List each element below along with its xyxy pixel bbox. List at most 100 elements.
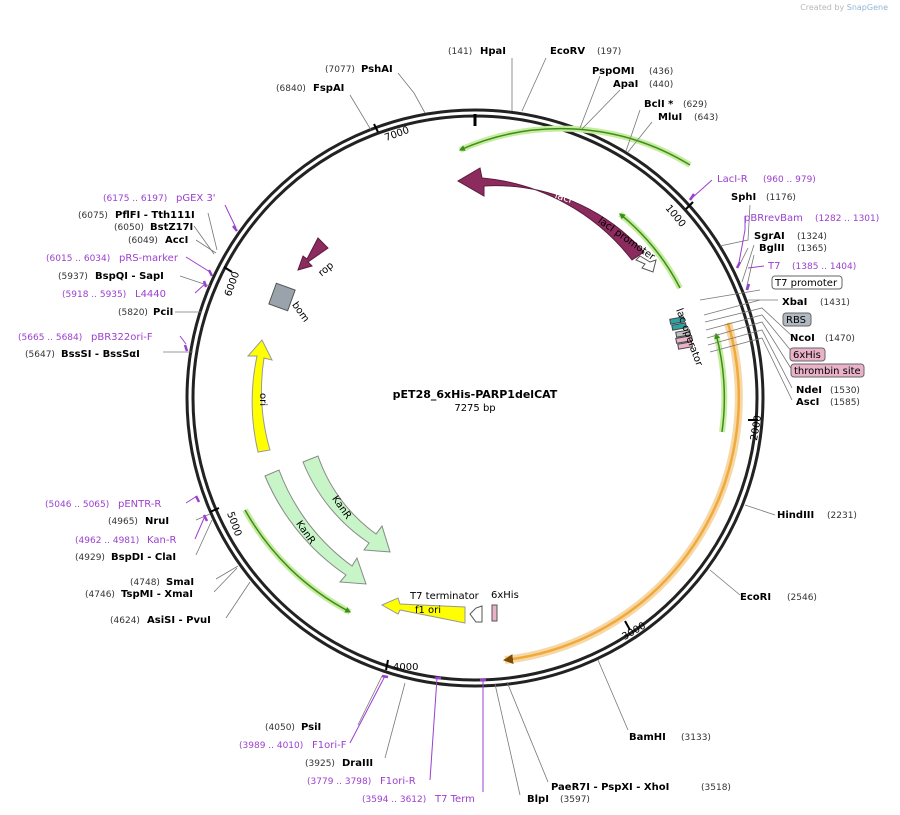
primer-pgex3-pos: (6175 .. 6197) xyxy=(103,194,167,204)
lac-operator-right-line xyxy=(619,213,681,289)
enzyme-ecori: EcoRI xyxy=(740,592,771,603)
primer-f1ori-r: F1ori-R xyxy=(380,776,416,787)
tick-7000: 7000 xyxy=(383,125,411,144)
primer-prs-marker: pRS-marker xyxy=(119,253,179,264)
primer-prs-marker-pos: (6015 .. 6034) xyxy=(46,254,110,264)
primer-pgex3: pGEX 3' xyxy=(176,193,216,204)
enzyme-bglii: BglII xyxy=(759,243,785,254)
primer-t7-term-pos: (3594 .. 3612) xyxy=(362,795,426,805)
snapgene-brand: SnapGene xyxy=(846,3,888,12)
enzyme-bamhi-pos: (3133) xyxy=(681,733,711,743)
enzyme-sphi-pos: (1176) xyxy=(766,193,796,203)
enzyme-ecori-pos: (2546) xyxy=(787,593,817,603)
f1-ori-label: f1 ori xyxy=(415,605,441,616)
enzyme-draiii-pos: (3925) xyxy=(305,759,335,769)
snapgene-credit: Created by SnapGene xyxy=(800,3,888,12)
primer-f1ori-f: F1ori-F xyxy=(312,740,347,751)
primer-f1ori-r-pos: (3779 .. 3798) xyxy=(307,777,371,787)
enzyme-fspai-pos: (6840) xyxy=(276,84,306,94)
orf-arc-glow xyxy=(504,321,743,664)
enzyme-bsssi-group: BssSI - BssSαI xyxy=(61,349,140,360)
primer-t7-term: T7 Term xyxy=(434,794,475,805)
enzyme-pshai: PshAI xyxy=(361,64,393,75)
enzyme-smai: SmaI xyxy=(166,577,194,588)
primer-t7-pos: (1385 .. 1404) xyxy=(792,262,856,272)
primer-f1ori-f-pos: (3989 .. 4010) xyxy=(239,741,303,751)
thrombin-site-box xyxy=(790,363,865,378)
enzyme-hpai-pos: (141) xyxy=(448,47,472,57)
primer-laci-r: LacI-R xyxy=(717,174,748,185)
primer-t7: T7 xyxy=(767,261,780,272)
enzyme-psii-pos: (4050) xyxy=(265,723,295,733)
enzyme-ecorv-pos: (197) xyxy=(597,47,621,57)
t7-terminator-label: T7 terminator xyxy=(409,591,480,602)
enzyme-blpi-pos: (3597) xyxy=(560,795,590,805)
enzyme-hindiii-pos: (2231) xyxy=(827,511,857,521)
enzyme-ndei-pos: (1530) xyxy=(830,386,860,396)
ori-label: ori xyxy=(257,393,268,406)
tick-2000: 2000 xyxy=(749,414,764,441)
enzyme-bglii-pos: (1365) xyxy=(797,244,827,254)
enzyme-pspomi-pos: (436) xyxy=(649,67,673,77)
tick-4000: 4000 xyxy=(393,662,418,673)
enzyme-sgrai: SgrAI xyxy=(754,231,785,242)
6xhis-feature-label: 6xHis xyxy=(491,590,519,601)
6xhis-box xyxy=(789,347,826,362)
enzyme-bstz17i: BstZ17I xyxy=(150,222,193,233)
enzyme-bstz17i-pos: (6050) xyxy=(114,223,144,233)
primer-laci-r-pos: (960 .. 979) xyxy=(763,175,816,185)
t7-promoter-box-label: T7 promoter xyxy=(774,278,838,289)
primer-pbr322ori-f-pos: (5665 .. 5684) xyxy=(18,333,82,343)
6xhis-box-label: 6xHis xyxy=(793,350,821,361)
enzyme-psii: PsiI xyxy=(301,722,321,733)
primer-pentr-r: pENTR-R xyxy=(118,499,161,510)
enzyme-asci: AscI xyxy=(796,397,819,408)
bom-label: bom xyxy=(289,300,311,325)
enzyme-xmai-group: TspMI - XmaI xyxy=(121,589,193,600)
enzyme-pcii-pos: (5820) xyxy=(118,308,148,318)
enzyme-draiii: DraIII xyxy=(342,758,373,769)
enzyme-xhoi-group-pos: (3518) xyxy=(701,783,731,793)
enzyme-ncoi-pos: (1470) xyxy=(825,334,855,344)
enzyme-bcli-pos: (629) xyxy=(683,100,707,110)
enzyme-ncoi: NcoI xyxy=(790,333,815,344)
enzyme-sgrai-pos: (1324) xyxy=(797,232,827,242)
lacI-feature xyxy=(457,167,645,261)
enzyme-pspomi: PspOMI xyxy=(592,66,634,77)
enzyme-pshai-pos: (7077) xyxy=(325,65,355,75)
enzyme-hindiii: HindIII xyxy=(777,510,814,521)
enzyme-nrui-pos: (4965) xyxy=(108,517,138,527)
primer-l4440-pos: (5918 .. 5935) xyxy=(62,290,126,300)
primer-lines xyxy=(179,179,765,792)
enzyme-blpi: BlpI xyxy=(527,794,549,805)
credit-text: Created by xyxy=(800,3,845,12)
kanR-feature-1 xyxy=(302,455,391,553)
primer-l4440: L4440 xyxy=(135,289,166,300)
enzyme-apai: ApaI xyxy=(613,79,638,90)
enzyme-pvui-pos: (4624) xyxy=(110,616,140,626)
enzyme-acci-pos: (6049) xyxy=(128,236,158,246)
t7-terminator-feature xyxy=(469,605,483,623)
plasmid-size: 7275 bp xyxy=(454,403,495,414)
enzyme-tth111i-group: PflFI - Tth111I xyxy=(115,210,195,221)
enzyme-acci: AccI xyxy=(165,235,188,246)
kanR-feature-2 xyxy=(264,469,367,585)
enzyme-smai-pos: (4748) xyxy=(130,578,160,588)
primer-pbrrevbam: pBRrevBam xyxy=(744,213,803,224)
6xhis-feature xyxy=(491,604,498,622)
enzyme-ndei: NdeI xyxy=(796,385,822,396)
enzyme-sapi-group: BspQI - SapI xyxy=(95,271,164,282)
enzyme-ecorv: EcoRV xyxy=(550,46,585,57)
primer-pbr322ori-f: pBR322ori-F xyxy=(91,332,153,343)
enzyme-bsssi-pos: (5647) xyxy=(25,350,55,360)
enzyme-bamhi: BamHI xyxy=(629,732,666,743)
primer-kan-r: Kan-R xyxy=(147,535,176,546)
rbs-box-label: RBS xyxy=(786,315,806,326)
enzyme-pvui-group: AsiSI - PvuI xyxy=(147,615,211,626)
enzyme-tth111i-pos: (6075) xyxy=(78,211,108,221)
enzyme-xbai-pos: (1431) xyxy=(820,298,850,308)
enzyme-nrui: NruI xyxy=(145,516,169,527)
enzyme-sphi: SphI xyxy=(731,192,756,203)
enzyme-sapi-pos: (5937) xyxy=(58,272,88,282)
